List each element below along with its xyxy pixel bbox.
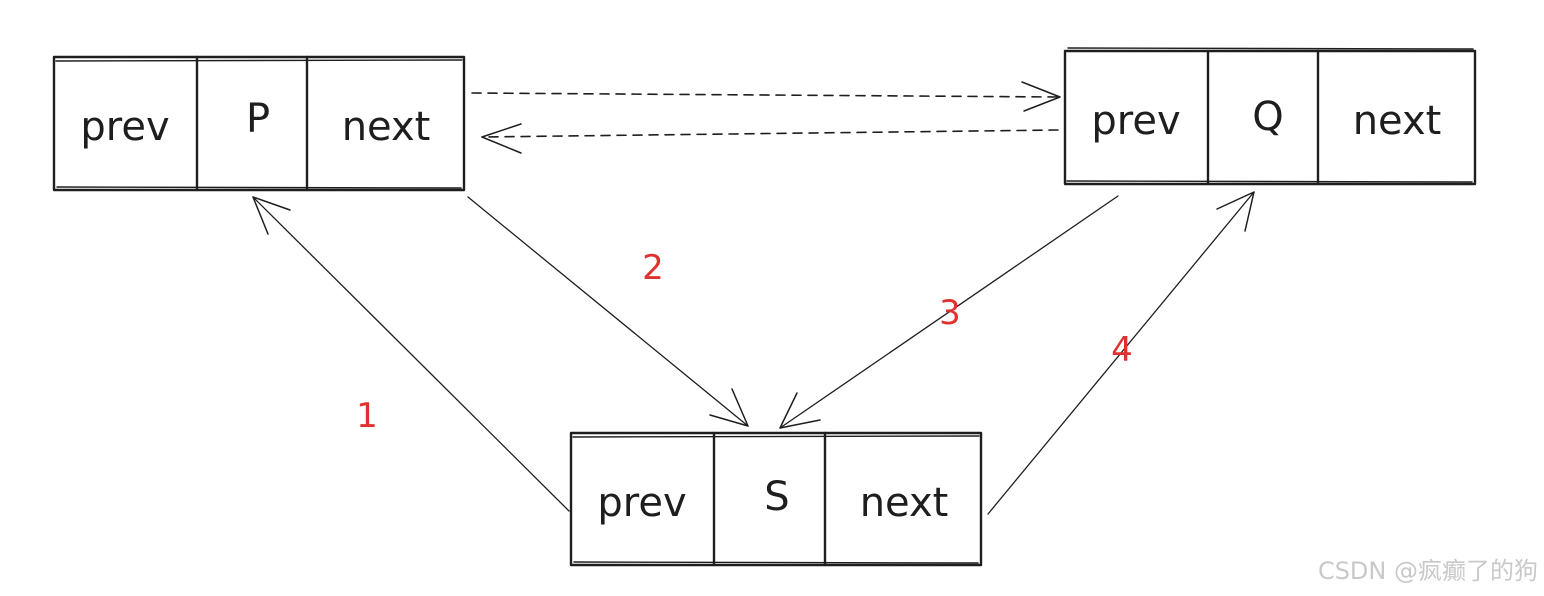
node-q-prev-label: prev: [1091, 98, 1180, 144]
arrow-4-head: [1216, 191, 1255, 232]
node-s-value-label: S: [764, 474, 789, 520]
node-p-outline: [52, 55, 466, 192]
arrow-2-p-next-to-s: [467, 196, 749, 427]
arrow-3-q-prev-to-s: [779, 195, 1119, 429]
node-p-next-label: next: [342, 104, 431, 150]
arrow-p-next-to-q: [471, 81, 1061, 112]
arrow-p-next-to-q-head: [1021, 81, 1061, 112]
arrow-4-s-next-to-q: [987, 191, 1255, 515]
node-p: prev P next: [52, 55, 466, 192]
node-q-value-label: Q: [1252, 94, 1283, 140]
node-q-next-label: next: [1353, 98, 1442, 144]
node-q: prev Q next: [1063, 47, 1477, 186]
node-q-outline: [1063, 49, 1477, 186]
arrow-2-head: [709, 388, 749, 427]
node-s-prev-label: prev: [597, 480, 686, 526]
step-label-4: 4: [1111, 330, 1133, 370]
arrow-1-s-prev-to-p: [252, 196, 570, 512]
arrow-q-prev-to-p: [481, 123, 1059, 154]
arrow-1-head: [252, 196, 291, 235]
step-label-3: 3: [939, 293, 961, 333]
watermark-text: CSDN @疯癫了的狗: [1317, 557, 1538, 585]
node-s: prev S next: [569, 431, 983, 567]
arrow-q-prev-to-p-head: [481, 123, 522, 154]
node-s-next-label: next: [860, 480, 949, 526]
node-p-value-label: P: [246, 96, 270, 142]
step-label-2: 2: [642, 248, 664, 288]
arrow-3-head: [779, 392, 821, 429]
step-label-1: 1: [356, 396, 378, 436]
node-p-prev-label: prev: [80, 104, 169, 150]
node-s-outline: [569, 431, 983, 567]
